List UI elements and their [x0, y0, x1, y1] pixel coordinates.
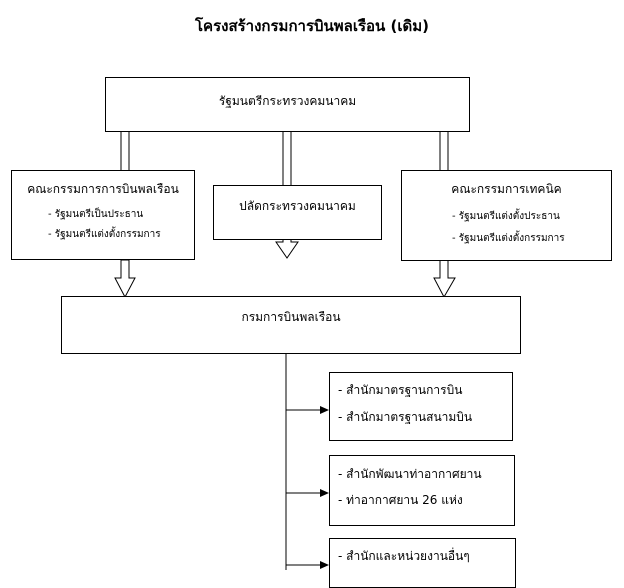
minister-label: รัฐมนตรีกระทรวงคมนาคม: [218, 94, 357, 108]
arrow-left-to-dept: [114, 259, 136, 299]
diagram-title: โครงสร้างกรมการบินพลเรือน (เดิม): [194, 17, 429, 35]
unit-box: - สำนักมาตรฐานการบิน - สำนักมาตรฐานสนามบ…: [329, 372, 513, 441]
committee-heading: คณะกรรมการเทคนิค: [451, 182, 562, 196]
arrow-right-to-dept: [433, 259, 456, 299]
civil-aviation-committee-box: คณะกรรมการการบินพลเรือน - รัฐมนตรีเป็นปร…: [11, 170, 195, 260]
committee-item: - รัฐมนตรีแต่งตั้งกรรมการ: [452, 233, 565, 244]
arrow-shaft-left: [120, 130, 130, 172]
permanent-secretary-box: ปลัดกระทรวงคมนาคม: [213, 185, 382, 240]
technical-committee-box: คณะกรรมการเทคนิค - รัฐมนตรีแต่งตั้งประธา…: [401, 170, 612, 261]
unit-line: - สำนักมาตรฐานการบิน: [338, 383, 463, 397]
unit-line: - สำนักมาตรฐานสนามบิน: [338, 410, 473, 424]
committee-item: - รัฐมนตรีเป็นประธาน: [48, 209, 144, 220]
department-box: กรมการบินพลเรือน: [61, 296, 521, 354]
unit-box: - สำนักพัฒนาท่าอากาศยาน - ท่าอากาศยาน 26…: [329, 455, 515, 526]
department-label: กรมการบินพลเรือน: [241, 310, 341, 324]
committee-item: - รัฐมนตรีแต่งตั้งกรรมการ: [48, 229, 161, 240]
permanent-secretary-label: ปลัดกระทรวงคมนาคม: [239, 199, 356, 213]
committee-item: - รัฐมนตรีแต่งตั้งประธาน: [452, 211, 560, 222]
unit-line: - สำนักพัฒนาท่าอากาศยาน: [338, 467, 482, 481]
arrow-shaft-right: [439, 130, 449, 172]
unit-line: - สำนักและหน่วยงานอื่นๆ: [338, 549, 470, 563]
unit-box: - สำนักและหน่วยงานอื่นๆ: [329, 538, 516, 588]
minister-box: รัฐมนตรีกระทรวงคมนาคม: [105, 77, 470, 132]
unit-line: - ท่าอากาศยาน 26 แห่ง: [338, 493, 463, 507]
committee-heading: คณะกรรมการการบินพลเรือน: [27, 182, 179, 196]
